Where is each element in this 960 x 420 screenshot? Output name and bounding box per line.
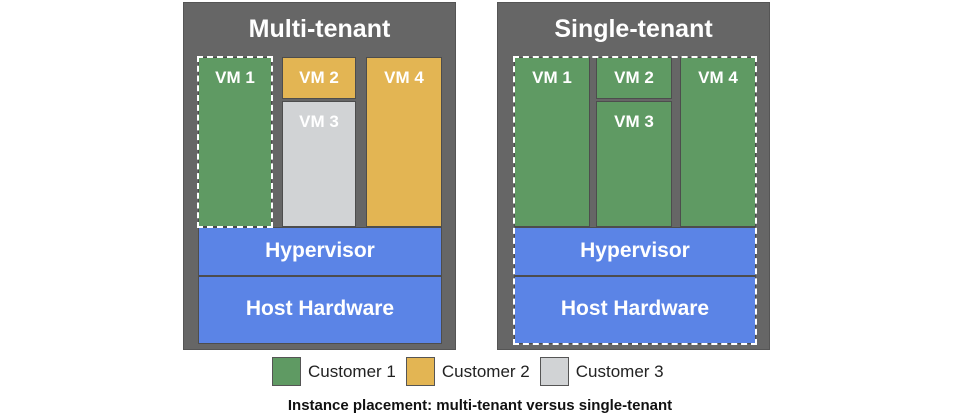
multi-tenant-host: Multi-tenant VM 1 VM 2 VM 3 VM 4 Hypervi… <box>183 2 456 350</box>
legend-customer-2: Customer 2 <box>405 357 530 386</box>
legend-label-customer-3: Customer 3 <box>575 361 664 381</box>
single-vm-1: VM 1 <box>514 57 590 227</box>
single-vm-3-label: VM 3 <box>614 112 654 131</box>
multi-vm-4: VM 4 <box>366 57 442 227</box>
single-vm-2-label: VM 2 <box>614 68 654 87</box>
single-hardware-label: Host Hardware <box>560 297 710 320</box>
single-vm-4-label: VM 4 <box>698 68 738 87</box>
multi-vm-4-label: VM 4 <box>384 68 424 87</box>
multi-hypervisor: Hypervisor <box>198 227 442 276</box>
multi-tenant-title: Multi-tenant <box>248 15 391 43</box>
multi-vm-3: VM 3 <box>282 101 356 227</box>
multi-hypervisor-label: Hypervisor <box>265 239 375 262</box>
multi-vm-3-label: VM 3 <box>299 112 339 131</box>
single-vm-2: VM 2 <box>596 57 672 99</box>
single-hypervisor: Hypervisor <box>514 227 756 276</box>
single-vm-3: VM 3 <box>596 101 672 227</box>
multi-host-hardware: Host Hardware <box>198 276 442 344</box>
legend-customer-3: Customer 3 <box>539 357 664 386</box>
single-vm-4: VM 4 <box>680 57 756 227</box>
single-hypervisor-label: Hypervisor <box>580 239 690 262</box>
legend-customer-1: Customer 1 <box>272 357 396 386</box>
legend-label-customer-2: Customer 2 <box>441 361 530 381</box>
single-host-hardware: Host Hardware <box>514 276 756 344</box>
legend-swatch-customer-2 <box>405 357 435 386</box>
multi-hardware-label: Host Hardware <box>245 297 395 320</box>
single-tenant-host: Single-tenant VM 1 VM 2 VM 3 VM 4 Hyperv… <box>497 2 770 350</box>
single-tenant-title: Single-tenant <box>554 15 713 43</box>
legend-label-customer-1: Customer 1 <box>308 361 396 381</box>
figure-caption: Instance placement: multi-tenant versus … <box>287 397 673 414</box>
legend: Customer 1 Customer 2 Customer 3 <box>272 357 674 386</box>
legend-swatch-customer-3 <box>539 357 569 386</box>
legend-swatch-customer-1 <box>272 357 301 386</box>
multi-vm-2-label: VM 2 <box>299 68 339 87</box>
multi-vm-1-label: VM 1 <box>215 68 255 87</box>
single-vm-1-label: VM 1 <box>532 68 572 87</box>
multi-vm-2: VM 2 <box>282 57 356 99</box>
multi-vm-1: VM 1 <box>198 57 272 227</box>
